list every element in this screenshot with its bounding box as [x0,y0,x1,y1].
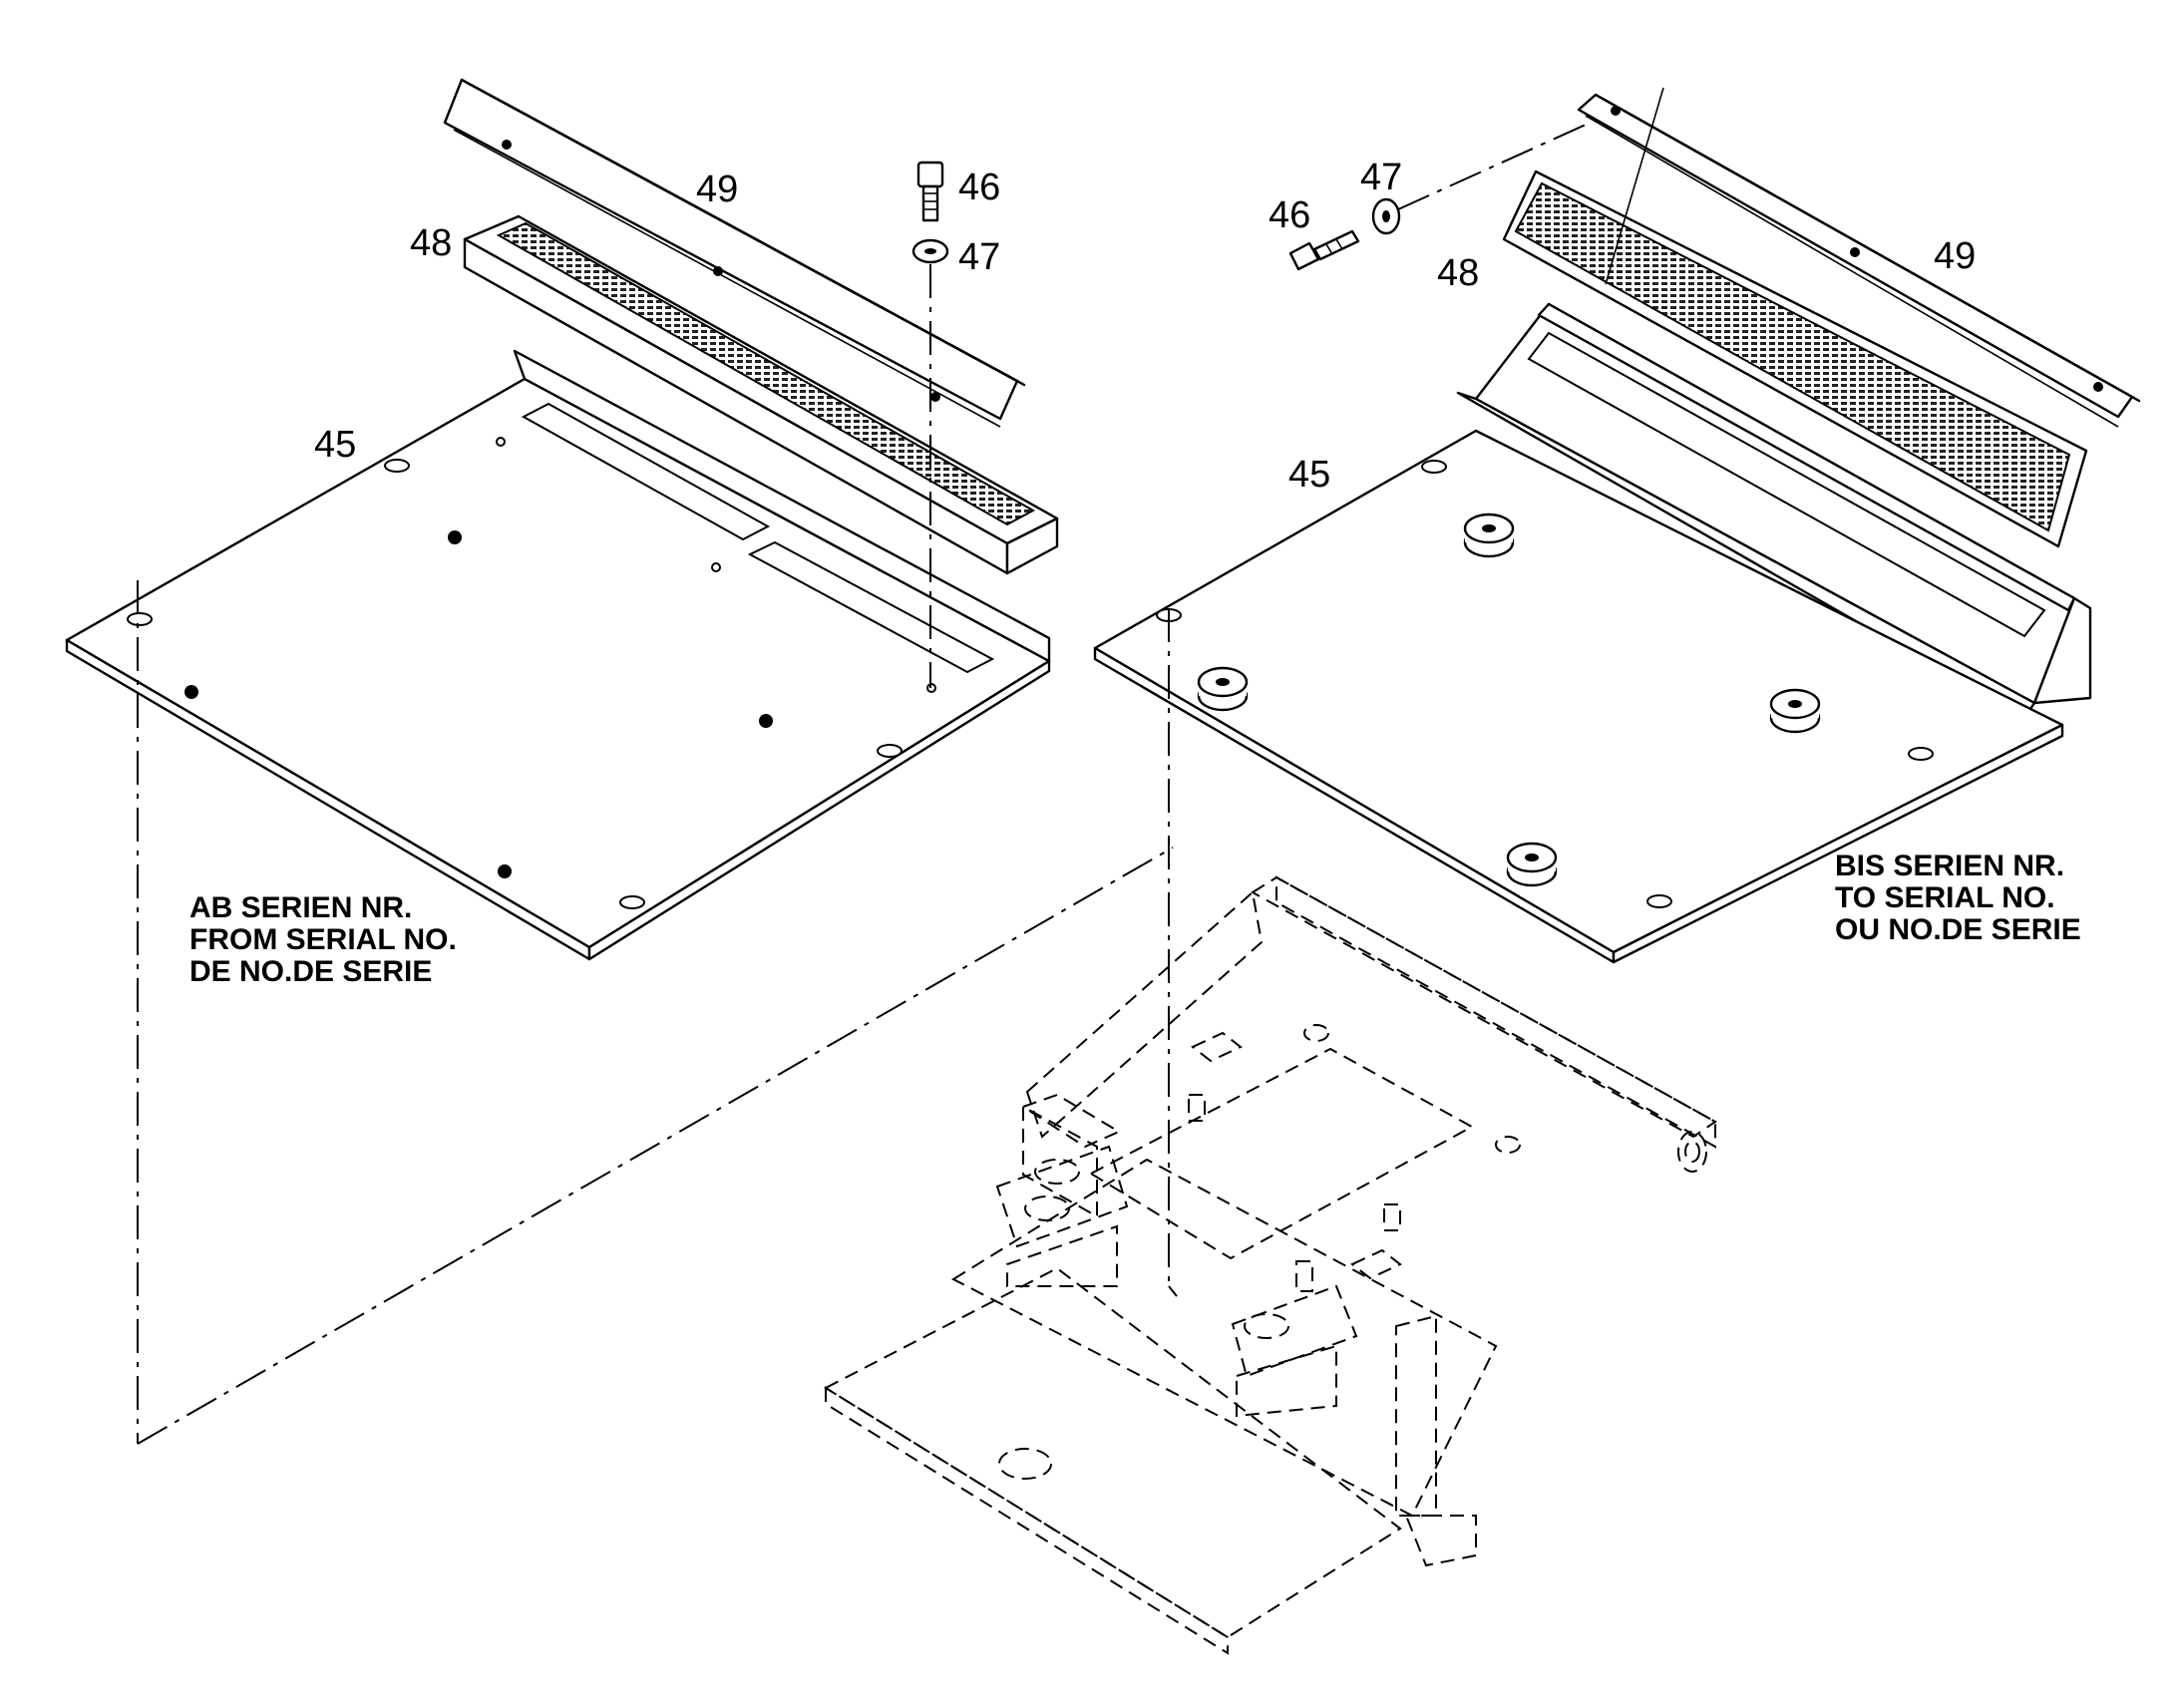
callout-45-left: 45 [314,424,356,466]
callout-47-left: 47 [958,236,1000,278]
rubber-foot [1463,512,1515,558]
right-duct [1456,302,2092,720]
right-assembly [1093,87,2141,964]
left-washer-47 [911,238,949,264]
right-bolt-46 [1288,229,1360,271]
note-to-serial: BIS SERIEN NR. TO SERIAL NO. OU NO.DE SE… [1835,850,2081,946]
right-callouts: 49 48 46 47 45 [1269,157,1976,496]
note-left-line-2: FROM SERIAL NO. [189,923,457,956]
right-plate-45 [1093,429,2064,964]
right-washer-47 [1371,197,1401,235]
phantom-frame [823,875,1717,1655]
rubber-foot [1506,842,1558,887]
left-grille-48 [463,214,1059,575]
note-from-serial: AB SERIEN NR. FROM SERIAL NO. DE NO.DE S… [189,891,457,988]
right-rail-49 [1577,93,2141,428]
callout-45-right: 45 [1288,454,1330,496]
note-left-line-1: AB SERIEN NR. [189,891,412,924]
projection-lines [137,580,1178,1445]
callout-49-right: 49 [1934,235,1976,277]
callout-48-right: 48 [1437,252,1479,294]
right-grille-48 [1502,170,2088,548]
note-right-line-2: TO SERIAL NO. [1835,881,2055,914]
callout-46-left: 46 [958,167,1000,208]
callout-48-left: 48 [410,222,452,264]
left-assembly [65,78,1059,961]
rubber-foot [1769,688,1821,734]
left-callouts: 49 48 46 47 45 [314,167,1000,466]
note-right-line-3: OU NO.DE SERIE [1835,913,2081,946]
rubber-foot [1197,666,1249,712]
left-bolt-46 [916,161,944,222]
note-right-line-1: BIS SERIEN NR. [1835,850,2064,882]
callout-47-right: 47 [1360,157,1402,198]
left-rail-49 [443,78,1026,428]
callout-49-left: 49 [696,169,738,210]
left-plate-45 [65,349,1051,961]
callout-46-right: 46 [1269,194,1310,236]
note-left-line-3: DE NO.DE SERIE [189,955,432,988]
